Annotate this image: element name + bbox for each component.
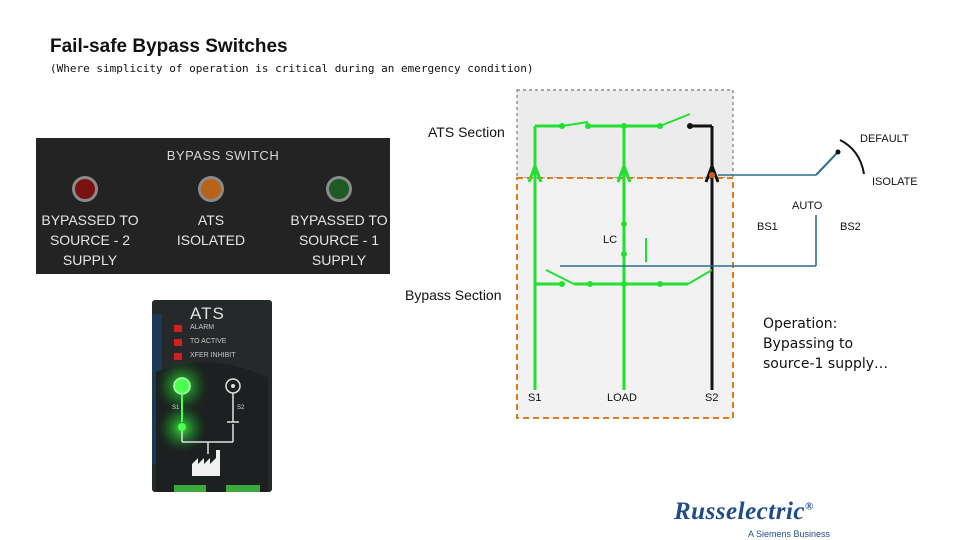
mode-selector-blade [815,151,839,176]
bs1-label: BS1 [757,221,778,233]
ats-s1-label: S1 [172,405,180,411]
ats-panel-title: ATS [190,304,225,323]
lamp-source-1 [326,176,352,202]
ats-section-label: ATS Section [428,124,505,140]
xfer-inhibit-label: XFER INHIBIT [190,352,236,359]
logo-tagline: A Siemens Business [748,529,831,539]
alarm-indicator [174,325,182,332]
page-title: Fail-safe Bypass Switches [50,36,288,57]
russelectric-logo: Russelectric® [674,498,814,525]
bypass-switch-panel: BYPASS SWITCH BYPASSED TO SOURCE - 2 SUP… [36,138,390,274]
mode-selector-arc [839,139,865,175]
lamp-ats-isolated [198,176,224,202]
alarm-label: ALARM [190,324,215,331]
s1-label: S1 [528,392,542,404]
operation-note: Operation: Bypassing to source-1 supply… [763,316,889,372]
xfer-inhibit-indicator [174,353,182,360]
bypass-panel-title: BYPASS SWITCH [166,148,280,163]
page-subtitle: (Where simplicity of operation is critic… [50,62,534,75]
ats-contact-s2 [659,113,691,127]
ats-controller-panel: ATS ALARM TO ACTIVE XFER INHIBIT S1 S2 [152,300,272,492]
isolate-label: ISOLATE [872,176,918,188]
bypass-contact-s1 [545,269,575,285]
bs2-label: BS2 [840,221,861,233]
ats-mimic-graphic [154,358,268,492]
lamp-label-source-2: BYPASSED TO SOURCE - 2 SUPPLY [41,212,139,268]
lamp-source-2 [72,176,98,202]
to-active-indicator [174,339,182,346]
bypass-section-label: Bypass Section [405,287,502,303]
lamp-label-ats-isolated: ATS ISOLATED [176,212,246,248]
load-label: LOAD [607,392,637,404]
lamp-label-source-1: BYPASSED TO SOURCE - 1 SUPPLY [290,212,388,268]
ats-s2-label: S2 [237,405,245,411]
default-label: DEFAULT [860,133,909,145]
bypass-contact-s2 [687,269,713,285]
ats-contact-s1 [561,121,589,127]
to-active-label: TO ACTIVE [190,338,227,345]
s2-label: S2 [705,392,719,404]
auto-label: AUTO [792,200,823,212]
lc-label: LC [603,234,618,246]
